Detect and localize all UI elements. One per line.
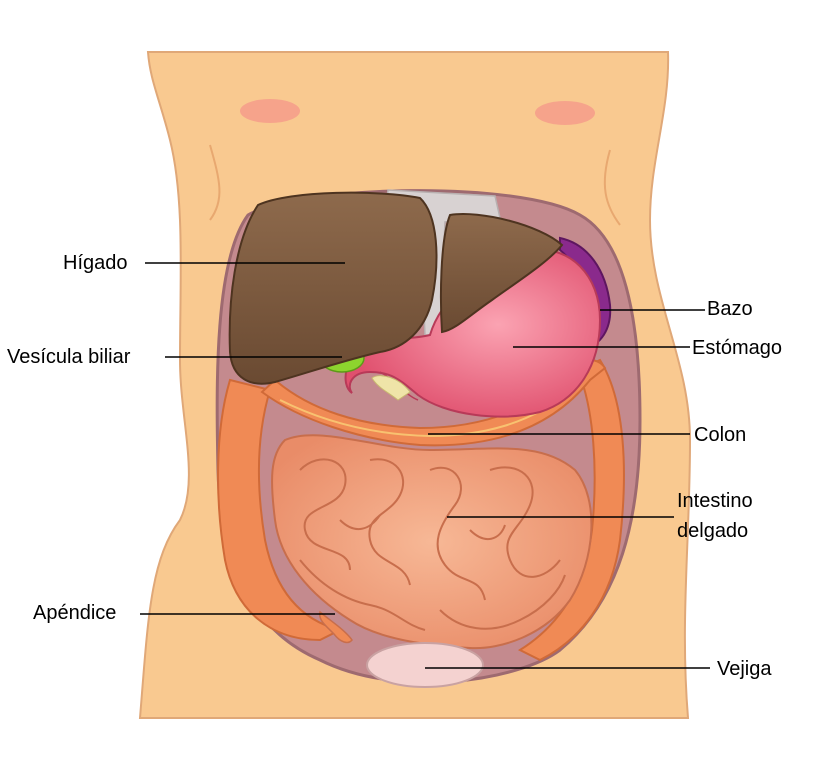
intestine-loops [299, 458, 566, 631]
descending-colon [517, 358, 625, 662]
bladder [366, 642, 484, 688]
label-bladder: Vejiga [717, 658, 772, 680]
small-intestine [271, 434, 593, 650]
pancreas [371, 375, 411, 401]
left-nipple [240, 99, 300, 123]
liver-right-lobe [228, 191, 438, 385]
leader-lines [140, 262, 710, 669]
transverse-colon [260, 359, 607, 447]
label-gallbladder: Vesícula biliar [7, 346, 131, 368]
liver-left-lobe [439, 213, 564, 334]
appendix [318, 610, 353, 644]
label-liver: Hígado [63, 252, 128, 274]
label-small-intestine-line2: delgado [677, 520, 749, 542]
label-small-intestine-line1: Intestino [677, 490, 753, 512]
label-appendix: Apéndice [33, 602, 117, 624]
label-colon: Colon [694, 424, 747, 446]
ascending-colon [217, 378, 343, 642]
label-stomach: Estómago [692, 337, 783, 359]
right-nipple [535, 101, 595, 125]
label-spleen: Bazo [707, 298, 753, 320]
